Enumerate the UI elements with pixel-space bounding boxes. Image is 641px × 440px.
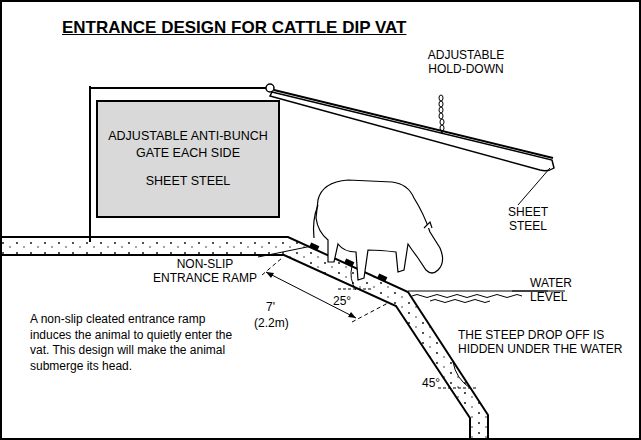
dimension-label: (2.2m) bbox=[254, 316, 314, 330]
angle-label: 45° bbox=[422, 376, 452, 390]
gate-box: ADJUSTABLE ANTI-BUNCH GATE EACH SIDE SHEE… bbox=[96, 100, 280, 218]
part-label: NON-SLIP ENTRANCE RAMP bbox=[150, 257, 260, 286]
part-label: SHEET STEEL bbox=[496, 205, 560, 234]
diagram-title: ENTRANCE DESIGN FOR CATTLE DIP VAT bbox=[62, 18, 406, 38]
part-label: ADJUSTABLE HOLD-DOWN bbox=[410, 48, 522, 77]
box-text: ADJUSTABLE ANTI-BUNCH GATE EACH SIDE bbox=[104, 128, 272, 162]
note-label: THE STEEP DROP OFF IS HIDDEN UNDER THE W… bbox=[458, 328, 630, 357]
box-text: SHEET STEEL bbox=[104, 173, 272, 190]
part-label: WATER LEVEL bbox=[530, 276, 600, 305]
angle-label: 25° bbox=[333, 294, 363, 308]
note-text: A non-slip cleated entrance ramp induces… bbox=[30, 312, 242, 374]
dimension-label: 7' bbox=[266, 300, 296, 314]
